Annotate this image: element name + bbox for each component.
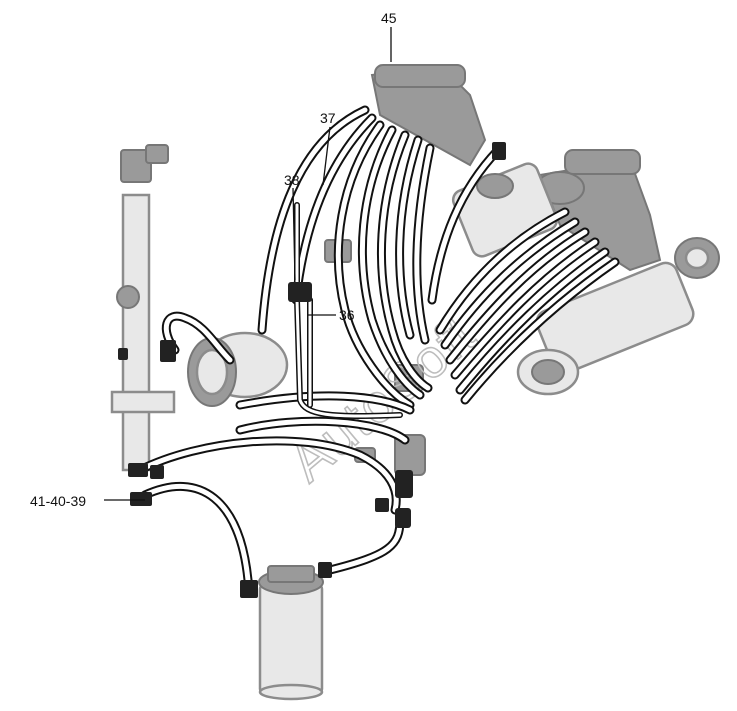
filter-canister [258, 565, 324, 701]
leader-37 [322, 126, 331, 186]
callout-36: 36 [339, 307, 355, 323]
thin-hoses [294, 202, 403, 420]
leader-38 [292, 187, 296, 281]
right-hose-bundle [427, 145, 620, 405]
callout-38: 38 [284, 172, 300, 188]
center-round-cylinder [187, 331, 289, 407]
right-valve-block [535, 149, 662, 272]
left-vertical-pipe [110, 144, 176, 472]
callout-41-40-39: 41-40-39 [30, 493, 87, 509]
leader-lines [104, 27, 392, 501]
callout-45: 45 [381, 10, 397, 26]
hose-fittings [118, 142, 506, 598]
top-valve-block [370, 63, 487, 167]
top-hose-bundle [257, 105, 435, 410]
callout-37: 37 [320, 110, 336, 126]
